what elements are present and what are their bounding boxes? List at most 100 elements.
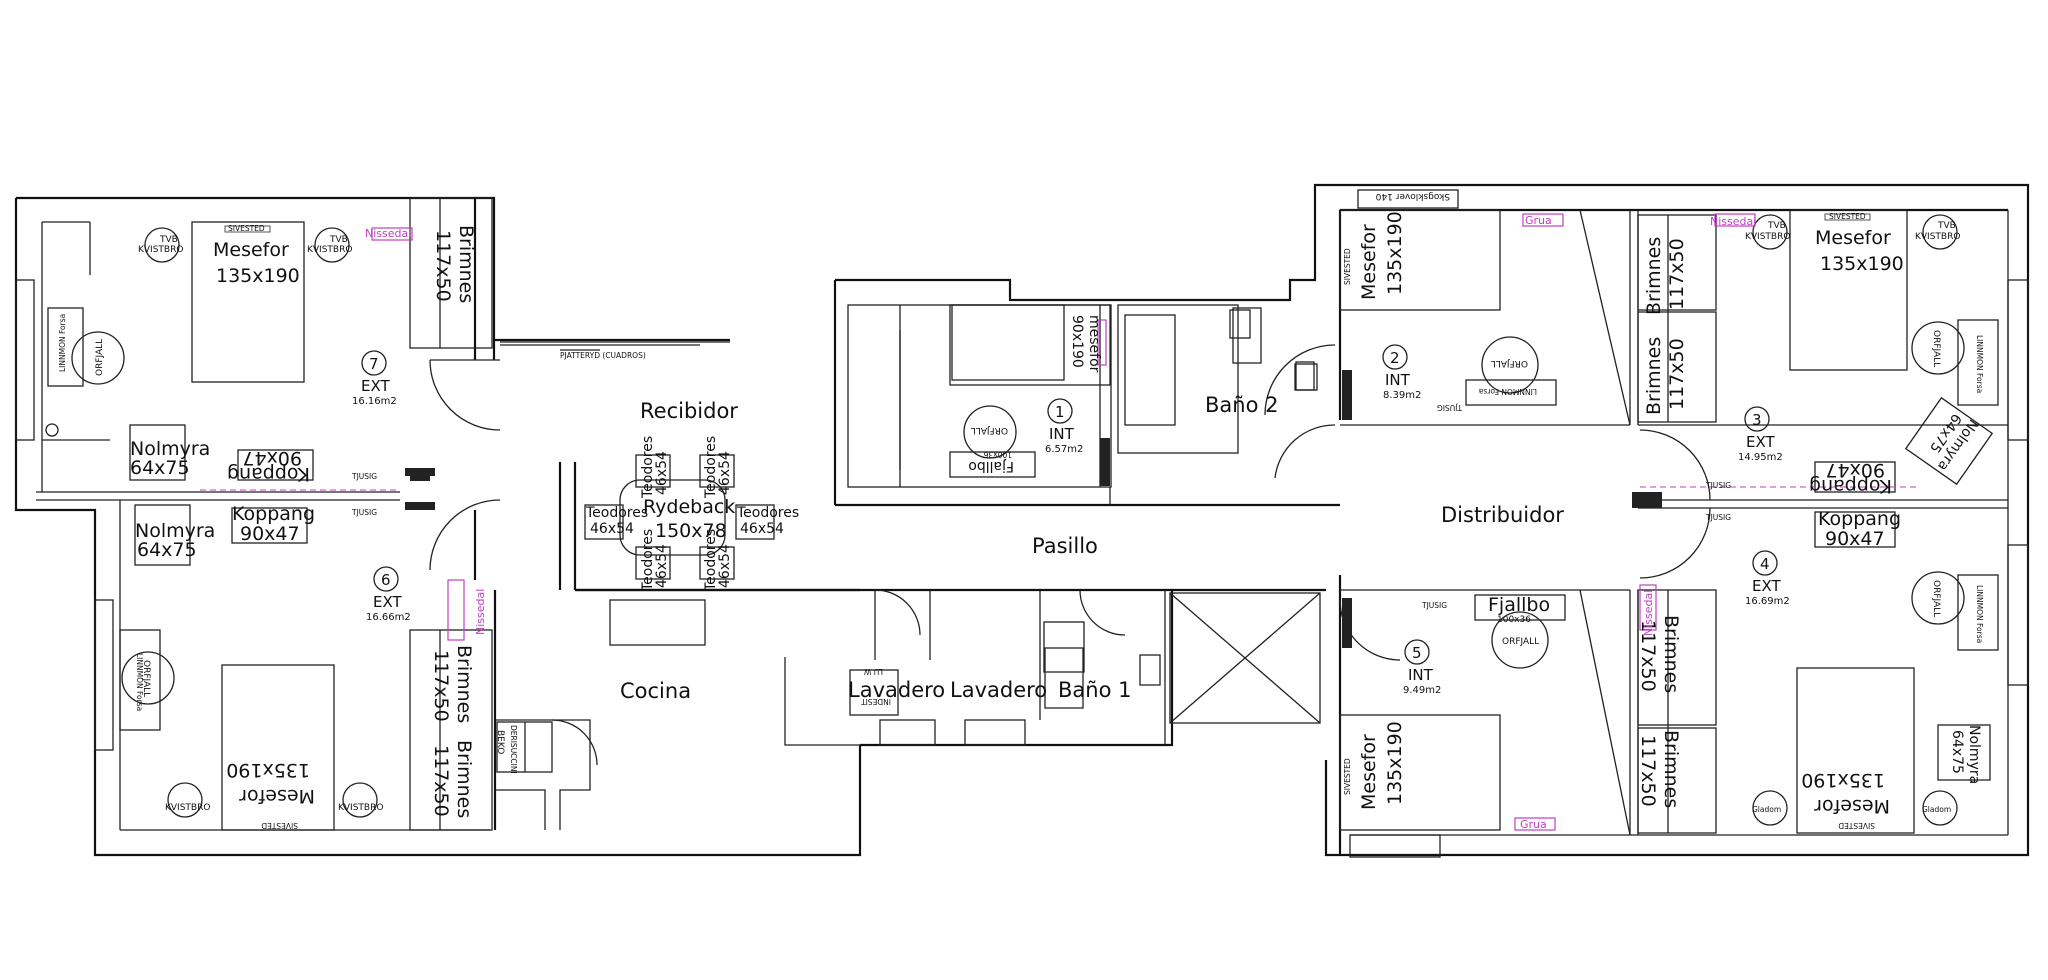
svg-text:INT: INT [1385,371,1411,389]
svg-text:KVISTBRO: KVISTBRO [165,803,210,813]
bed-room3 [1789,209,1908,371]
svg-text:Gladom: Gladom [1752,805,1781,814]
bedroom-marker-3: 3 EXT 14.95m2 [1738,406,1783,463]
svg-text:7: 7 [369,355,379,373]
svg-text:ORFJALL: ORFJALL [1931,330,1941,367]
svg-text:Brimnes: Brimnes [453,645,475,723]
svg-text:90x190: 90x190 [1069,315,1085,368]
bed-room1 [949,304,1111,386]
svg-text:135x190: 135x190 [1384,211,1406,295]
svg-text:ORFJALL: ORFJALL [971,425,1008,435]
svg-text:16.16m2: 16.16m2 [352,396,397,407]
bedroom-marker-6: 6 EXT 16.66m2 [366,566,411,623]
svg-text:90x47: 90x47 [1825,459,1885,481]
svg-text:46x54: 46x54 [654,451,670,495]
room-labels: Recibidor Pasillo Distribuidor Cocina Ba… [620,393,1564,703]
svg-text:117x50: 117x50 [430,745,452,817]
svg-text:Nissedal: Nissedal [1710,215,1756,228]
svg-text:Nissedal: Nissedal [365,227,411,240]
svg-text:TJUSIG: TJUSIG [1705,481,1731,490]
svg-text:LINNMON Forsa: LINNMON Forsa [1975,585,1984,643]
svg-text:Mesefor: Mesefor [1358,224,1380,300]
svg-text:Mesefor: Mesefor [1358,734,1380,810]
svg-text:90x47: 90x47 [1825,528,1885,550]
svg-text:1: 1 [1055,403,1065,421]
svg-text:TVB: TVB [159,235,178,245]
room-label-pasillo: Pasillo [1032,534,1098,558]
svg-text:TJUSIG: TJUSIG [351,472,377,481]
svg-text:KVISTBRO: KVISTBRO [138,245,183,255]
svg-text:EXT: EXT [373,593,402,611]
svg-text:3: 3 [1752,411,1762,429]
room-label-lavadero-2: Lavadero [950,678,1047,702]
svg-text:9.49m2: 9.49m2 [1403,685,1441,696]
svg-text:135x190: 135x190 [226,759,310,781]
magenta-marks [200,213,1920,831]
svg-text:Rydeback: Rydeback [643,496,735,518]
svg-text:DERISUCCINI: DERISUCCINI [509,725,518,774]
svg-text:90x47: 90x47 [240,523,300,545]
svg-text:KVISTBRO: KVISTBRO [338,803,383,813]
svg-text:KVISTBRO: KVISTBRO [1915,232,1960,242]
svg-text:Brimnes: Brimnes [1643,337,1665,415]
bed-room7 [191,221,305,383]
svg-text:BEKO: BEKO [495,730,505,754]
svg-text:46x54: 46x54 [740,521,784,537]
svg-text:TVB: TVB [1937,221,1956,231]
svg-text:Brimnes: Brimnes [1660,615,1682,693]
svg-text:TVB: TVB [1767,221,1786,231]
svg-text:16.66m2: 16.66m2 [366,612,411,623]
svg-text:64x75: 64x75 [130,457,190,479]
svg-text:90x47: 90x47 [242,447,302,469]
svg-text:Teodores: Teodores [703,436,719,499]
svg-text:2: 2 [1390,349,1400,367]
svg-text:EXT: EXT [361,377,390,395]
svg-text:Nissedal: Nissedal [1642,590,1655,636]
svg-text:TJUSIG: TJUSIG [1705,513,1731,522]
svg-text:Mesefor: Mesefor [239,785,315,807]
svg-text:Nolmyra: Nolmyra [1966,725,1982,784]
svg-text:Koppang: Koppang [232,503,315,525]
beds [191,209,1915,834]
svg-text:46x54: 46x54 [590,521,634,537]
svg-text:5: 5 [1412,644,1422,662]
svg-text:TVB: TVB [329,235,348,245]
bed-room2 [1339,209,1501,311]
svg-text:Teodores: Teodores [640,529,656,592]
svg-text:4: 4 [1760,555,1770,573]
svg-text:100x36: 100x36 [983,450,1012,459]
room-label-recibidor: Recibidor [640,399,738,423]
svg-text:Teodores: Teodores [736,505,799,521]
bedroom-marker-4: 4 EXT 16.69m2 [1745,550,1790,607]
svg-text:Grua: Grua [1520,818,1547,831]
svg-text:Mesefor: Mesefor [1815,227,1891,249]
svg-text:117x50: 117x50 [1666,338,1688,410]
svg-text:Teodores: Teodores [640,436,656,499]
svg-text:117x50: 117x50 [432,230,454,302]
svg-text:6: 6 [381,571,391,589]
svg-text:SIVESTED: SIVESTED [228,224,265,233]
svg-text:INT: INT [1049,425,1075,443]
svg-text:INDESIT: INDESIT [861,697,891,706]
svg-text:ORFJALL: ORFJALL [95,339,105,376]
svg-text:64x75: 64x75 [1949,730,1965,774]
svg-text:TJUSIG: TJUSIG [1421,601,1447,610]
svg-text:117x50: 117x50 [1637,735,1659,807]
svg-text:Fjallbo: Fjallbo [1488,594,1550,616]
svg-text:mesefor: mesefor [1086,315,1102,373]
svg-text:Brimnes: Brimnes [1660,730,1682,808]
svg-text:14.95m2: 14.95m2 [1738,452,1783,463]
svg-text:PJATTERYD (CUADROS): PJATTERYD (CUADROS) [560,351,646,360]
bed-label: Mesefor [213,239,289,261]
svg-text:Nissedal: Nissedal [474,589,487,635]
svg-text:Koppang: Koppang [227,463,310,485]
svg-text:ORFJALL: ORFJALL [1502,637,1539,647]
svg-text:Brimnes: Brimnes [1643,237,1665,315]
svg-text:INT: INT [1408,666,1434,684]
bed-room5 [1339,714,1501,831]
svg-text:Mesefor: Mesefor [1814,795,1890,817]
svg-text:LINNMON Forsa: LINNMON Forsa [135,653,144,711]
room-label-bano1: Baño 1 [1058,678,1131,702]
svg-text:6.57m2: 6.57m2 [1045,444,1083,455]
